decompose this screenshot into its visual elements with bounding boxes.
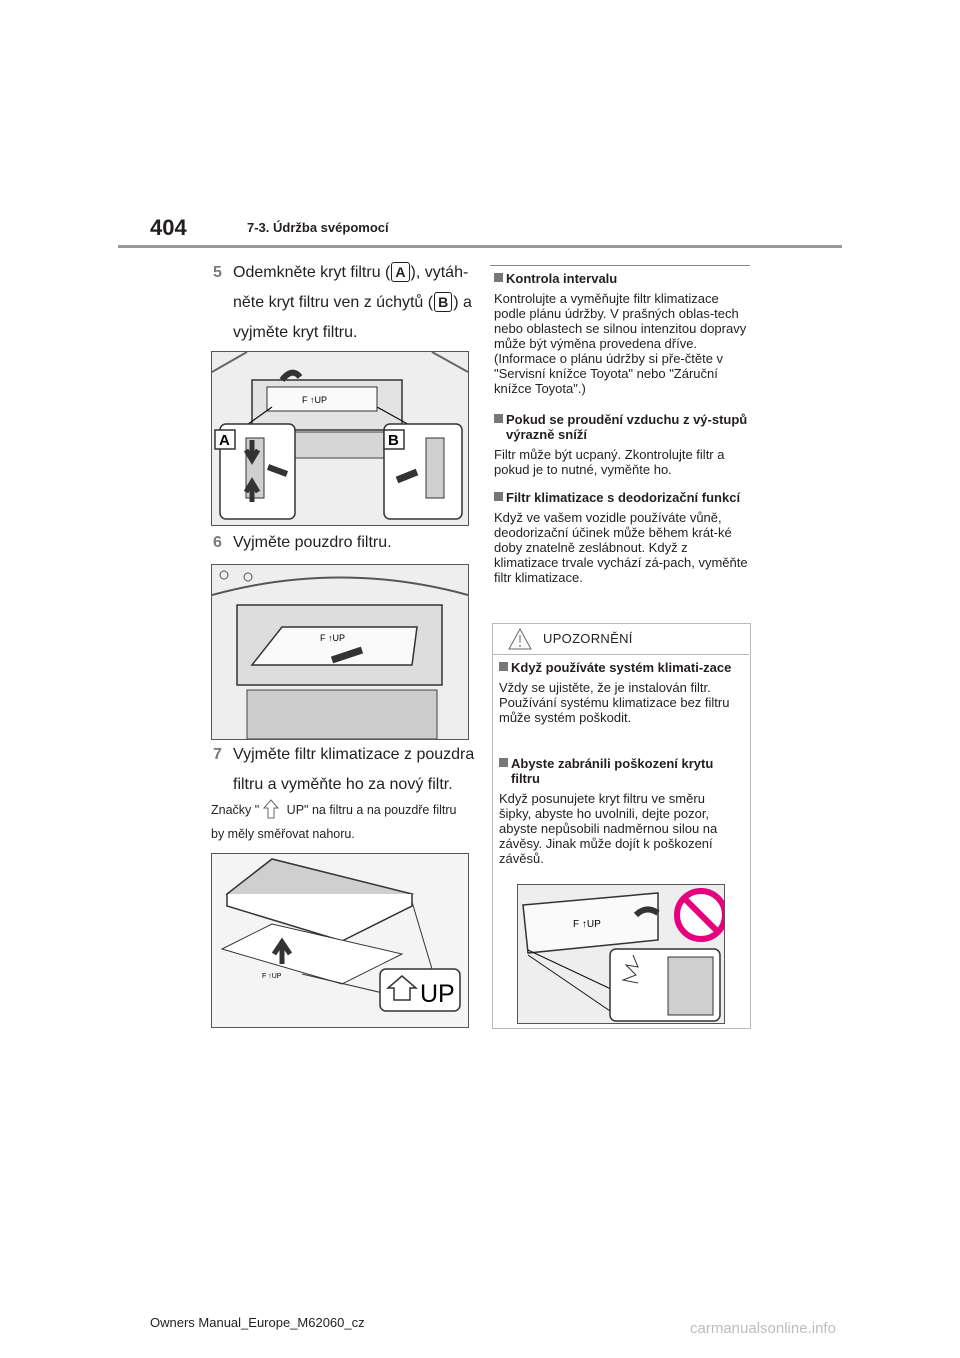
callout-key-b: B — [434, 292, 453, 312]
filter-mark: F ↑UP — [302, 395, 327, 405]
section-title: 7-3. Údržba svépomocí — [247, 220, 389, 235]
note-up-marks: Značky " UP" na filtru a na pouzdře filt… — [211, 798, 473, 846]
step-text: Vyjměte filtr klimatizace z pouzdra filt… — [233, 746, 475, 793]
step-6: 6 Vyjměte pouzdro filtru. — [213, 528, 475, 558]
info-body: Filtr může být ucpaný. Zkontrolujte filt… — [494, 447, 725, 477]
up-label: UP — [420, 980, 455, 1008]
callout-key-a: A — [391, 262, 410, 282]
step-text: Vyjměte pouzdro filtru. — [233, 534, 392, 551]
figure-remove-filter-housing: F ↑UP — [211, 564, 469, 740]
caution-heading: Když používáte systém klimati-zace — [499, 660, 739, 675]
figure-filter-up-mark: F ↑UP UP — [211, 853, 469, 1028]
caution-item-cover: Abyste zabránili poškození krytu filtru … — [499, 756, 739, 866]
caution-item-ac: Když používáte systém klimati-zace Vždy … — [499, 660, 739, 725]
page-number: 404 — [150, 215, 187, 240]
info-heading: Pokud se proudění vzduchu z vý-stupů výr… — [494, 412, 750, 442]
caution-divider — [492, 654, 749, 655]
note-text-part: Značky " — [211, 803, 260, 817]
filter-mark: F ↑UP — [573, 919, 601, 930]
caution-heading: Abyste zabránili poškození krytu filtru — [499, 756, 739, 786]
step-number: 7 — [213, 746, 222, 763]
right-column-rule — [490, 265, 750, 266]
figure-filter-cover-unlock: F ↑UP A B — [211, 351, 469, 526]
step-number: 6 — [213, 534, 222, 551]
filter-mark: F ↑UP — [320, 633, 345, 643]
figure-label-b: B — [388, 432, 399, 449]
info-body: Když ve vašem vozidle používáte vůně, de… — [494, 510, 748, 585]
step-text: Odemkněte kryt filtru (A), vytáh-něte kr… — [233, 258, 475, 348]
watermark: carmanualsonline.info — [690, 1320, 836, 1337]
caution-header: UPOZORNĚNÍ — [508, 628, 728, 654]
header-rule — [118, 245, 842, 248]
figure-label-a: A — [219, 432, 230, 449]
step-text-part: ), vytáh-něte kryt filtru ven z úchytů ( — [233, 264, 469, 311]
step-text-part: Odemkněte kryt filtru ( — [233, 264, 391, 281]
info-body: Kontrolujte a vyměňujte filtr klimatizac… — [494, 291, 747, 396]
step-text-part: ) a vyjměte kryt filtru. — [233, 294, 472, 341]
footer-manual-id: Owners Manual_Europe_M62060_cz — [150, 1315, 365, 1330]
step-5: 5 Odemkněte kryt filtru (A), vytáh-něte … — [213, 258, 475, 348]
caution-body: Vždy se ujistěte, že je instalován filtr… — [499, 680, 730, 725]
info-interval: Kontrola intervalu Kontrolujte a vyměňuj… — [494, 271, 750, 396]
figure-prohibited-force: F ↑UP — [517, 884, 725, 1024]
info-heading: Filtr klimatizace s deodorizační funkcí — [494, 490, 750, 505]
warning-icon — [508, 628, 532, 650]
info-deodorization: Filtr klimatizace s deodorizační funkcí … — [494, 490, 750, 585]
small-filter-mark: F ↑UP — [262, 973, 282, 980]
caution-body: Když posunujete kryt filtru ve směru šip… — [499, 791, 718, 866]
step-number: 5 — [213, 264, 222, 281]
caution-box — [492, 623, 751, 1029]
caution-title: UPOZORNĚNÍ — [543, 631, 633, 646]
step-7: 7 Vyjměte filtr klimatizace z pouzdra fi… — [213, 740, 475, 800]
info-airflow: Pokud se proudění vzduchu z vý-stupů výr… — [494, 412, 750, 477]
info-heading: Kontrola intervalu — [494, 271, 750, 286]
up-arrow-icon — [263, 799, 280, 819]
note-text-part: UP" na filtru a na pouzdře filtru by měl… — [211, 803, 457, 841]
